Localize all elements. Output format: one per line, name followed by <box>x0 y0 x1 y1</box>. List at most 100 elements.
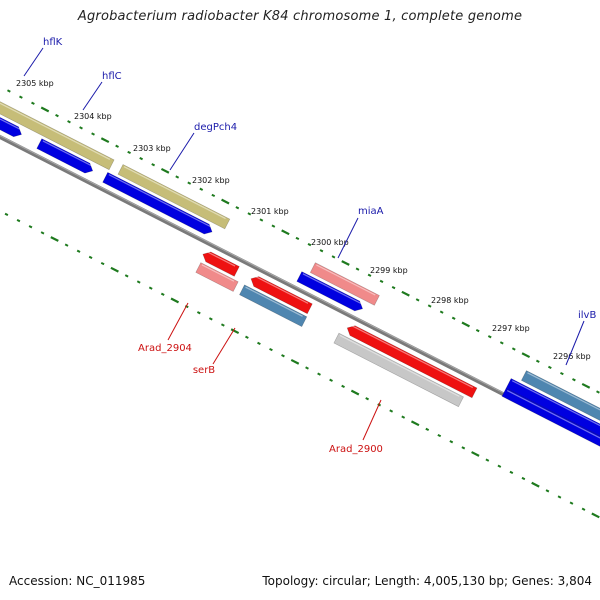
tick-mark <box>170 297 180 304</box>
tick-mark <box>247 212 252 216</box>
tick-mark <box>19 95 23 99</box>
tick-mark <box>511 347 516 351</box>
tick-marks <box>4 89 600 519</box>
tick-mark <box>136 280 141 284</box>
tick-mark <box>367 273 372 277</box>
tick-mark <box>341 260 350 266</box>
gene-label-hflk[interactable]: hflK <box>43 37 63 48</box>
gene-bar-degpch4-shine <box>108 174 211 228</box>
gene-bar-miaa-pink <box>309 262 380 306</box>
kbp-label: 2303 kbp <box>133 144 171 153</box>
gene-label-miaa[interactable]: miaA <box>358 206 384 217</box>
gene-bar-arad2904-red-shine <box>206 250 236 267</box>
tick-mark <box>471 451 480 457</box>
gene-bar-ilvb-steel <box>520 370 600 421</box>
gene-label-arad-2900[interactable]: Arad_2900 <box>329 444 383 455</box>
gene-bar-ilvb-shine <box>511 380 600 427</box>
gene-bar-degpch4-khaki <box>117 164 231 230</box>
tick-mark <box>67 120 71 124</box>
tick-mark <box>127 150 131 155</box>
gene-label-arad-2904[interactable]: Arad_2904 <box>138 343 192 354</box>
tick-mark <box>401 290 410 297</box>
tick-mark <box>305 366 309 370</box>
gene-bar-ilvb-2 <box>501 387 600 447</box>
tick-mark <box>4 212 9 217</box>
tick-mark <box>257 341 261 346</box>
tick-mark <box>139 156 144 161</box>
gene-bar-hflk <box>0 117 22 138</box>
tick-mark <box>499 341 504 345</box>
leader-line-degpch4 <box>169 132 195 171</box>
tick-mark <box>365 397 370 401</box>
tick-mark <box>40 106 50 113</box>
tick-mark <box>259 218 264 222</box>
tick-mark <box>230 328 240 335</box>
tick-mark <box>437 433 442 438</box>
gene-bar-degpch4 <box>102 171 213 235</box>
gene-features <box>0 101 600 447</box>
tick-mark <box>160 167 170 174</box>
tick-mark <box>55 113 59 118</box>
tick-mark <box>79 126 83 130</box>
tick-mark <box>487 335 492 339</box>
tick-mark <box>148 286 153 290</box>
tick-mark <box>160 292 165 296</box>
tick-mark <box>319 249 324 253</box>
gene-bar-arad2900-red <box>346 325 478 399</box>
gene-bar-degpch4-khaki-shine <box>123 166 226 220</box>
kbp-label: 2304 kbp <box>74 112 112 121</box>
tick-mark <box>509 470 514 475</box>
tick-mark <box>341 384 345 389</box>
gene-label-hflc[interactable]: hflC <box>102 71 122 82</box>
tick-mark <box>461 321 470 328</box>
tick-mark <box>389 409 394 413</box>
gene-bar-hflc <box>0 101 115 171</box>
gene-bar-serb-red <box>250 276 313 315</box>
gene-bar-miaa <box>296 271 363 312</box>
gene-bar-arad2900-red-shine <box>350 324 474 389</box>
tick-mark <box>40 231 45 235</box>
tick-mark <box>451 316 456 320</box>
tick-mark <box>591 512 600 519</box>
leader-line-arad-2904 <box>167 302 189 341</box>
gene-label-ilvb[interactable]: ilvB <box>578 310 596 321</box>
tick-mark <box>211 193 216 198</box>
backbone-line <box>0 134 600 446</box>
tick-mark <box>281 229 290 236</box>
tick-mark <box>235 206 240 210</box>
gene-bar-hflc-blue <box>36 138 94 174</box>
tick-mark <box>475 328 480 333</box>
tick-mark <box>50 236 59 242</box>
gene-bar-arad2904-shine <box>201 264 235 282</box>
gene-bar-serb-shine <box>245 286 303 317</box>
tick-mark <box>427 304 432 308</box>
tick-mark <box>581 507 586 511</box>
gene-bar-miaa-shine <box>302 273 362 304</box>
tick-mark <box>331 255 336 259</box>
tick-mark <box>124 274 129 278</box>
tick-mark <box>329 378 333 382</box>
gene-label-degpch4[interactable]: degPch4 <box>194 122 237 133</box>
tick-mark <box>196 311 201 315</box>
tick-mark <box>221 198 230 205</box>
tick-mark <box>521 352 531 359</box>
leader-line-ilvb <box>565 320 585 366</box>
kbp-label: 2299 kbp <box>370 266 408 275</box>
tick-mark <box>581 382 591 389</box>
gene-bar-arad2904-red <box>202 251 240 277</box>
tick-mark <box>271 224 276 228</box>
tick-mark <box>31 101 35 105</box>
leader-line-arad-2900 <box>362 399 382 441</box>
kbp-label: 2302 kbp <box>192 176 230 185</box>
tick-mark <box>151 163 156 167</box>
accession-text: Accession: NC_011985 <box>9 574 146 588</box>
tick-mark <box>110 266 119 273</box>
tick-mark <box>569 501 574 505</box>
kbp-label: 2297 kbp <box>492 324 530 333</box>
gene-bar-miaa-pink-shine <box>316 264 376 296</box>
tick-mark <box>295 236 300 241</box>
gene-label-serb[interactable]: serB <box>193 365 215 376</box>
tick-mark <box>379 279 384 284</box>
